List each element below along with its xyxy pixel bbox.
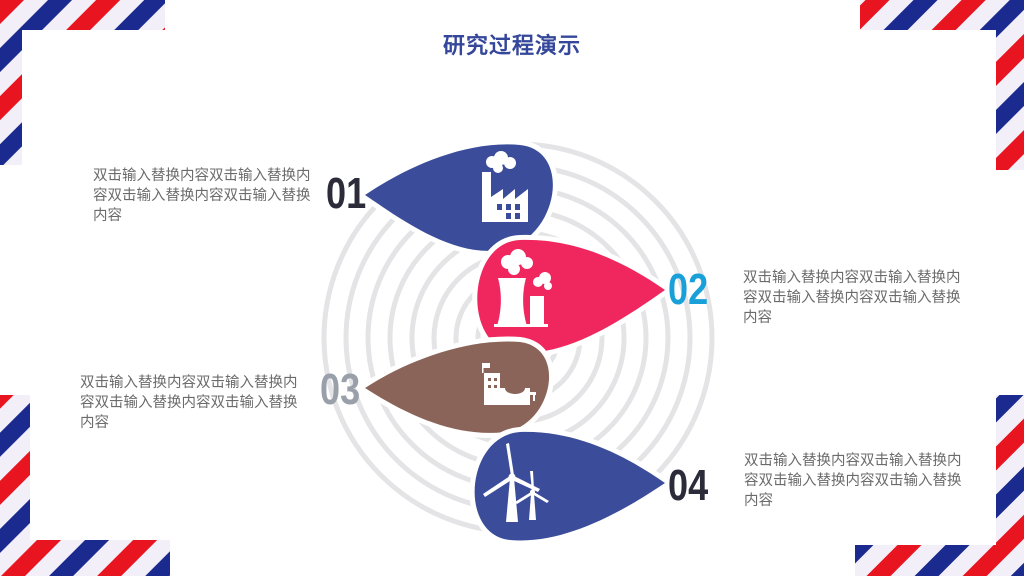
step-03-number: 03 [320, 365, 361, 414]
factory-icon [482, 151, 528, 222]
wind-turbine-icon [483, 443, 549, 522]
power-plant-icon [494, 249, 552, 327]
step-04-text: 双击输入替换内容双击输入替换内容双击输入替换内容双击输入替换内容 [744, 453, 962, 509]
water-plant-icon [482, 363, 536, 405]
petal-01 [356, 139, 558, 256]
step-03-text: 双击输入替换内容双击输入替换内容双击输入替换内容双击输入替换内容 [80, 375, 298, 431]
petal-04 [469, 426, 674, 546]
step-02-number: 02 [668, 265, 709, 314]
petal-02 [472, 234, 674, 358]
step-02-text: 双击输入替换内容双击输入替换内容双击输入替换内容双击输入替换内容 [743, 270, 961, 326]
step-01-text: 双击输入替换内容双击输入替换内容双击输入替换内容双击输入替换内容 [93, 168, 311, 224]
step-04-number: 04 [668, 461, 709, 510]
step-01-number: 01 [326, 169, 367, 218]
petal-03 [355, 336, 555, 438]
page-title: 研究过程演示 [442, 34, 581, 59]
